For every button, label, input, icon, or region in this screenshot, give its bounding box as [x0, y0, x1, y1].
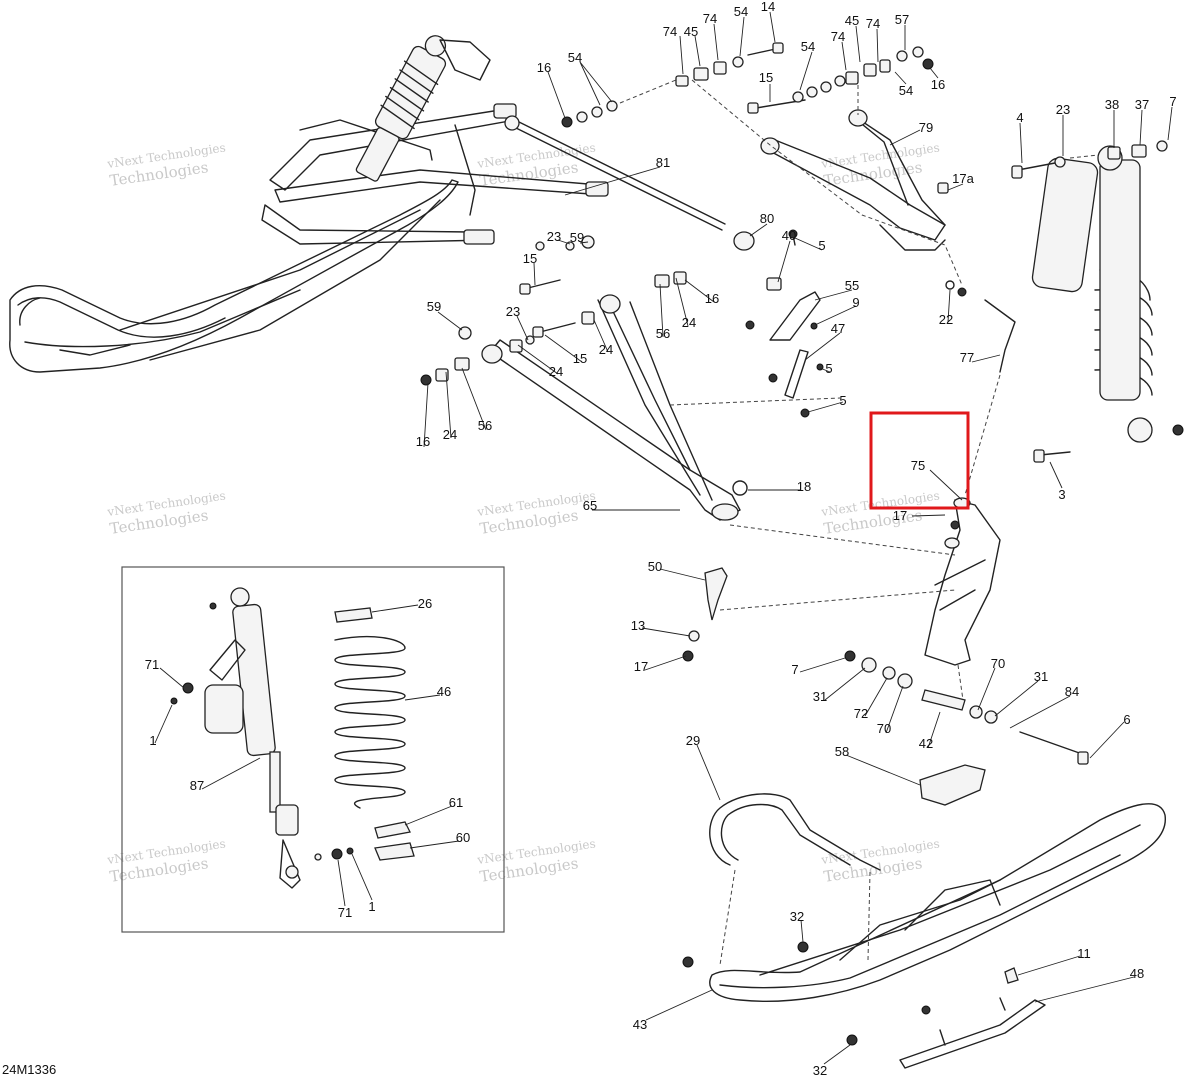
- callout-label: 23: [547, 229, 561, 244]
- callout-label: 47: [831, 321, 845, 336]
- callout-label: 74: [866, 16, 880, 31]
- callout-label: 5: [825, 361, 832, 376]
- callout-label: 3: [1058, 487, 1065, 502]
- callout-label: 29: [686, 733, 700, 748]
- callout-label: 16: [416, 434, 430, 449]
- highlight-box: [869, 411, 970, 510]
- callout-label: 74: [831, 29, 845, 44]
- callout-label: 16: [705, 291, 719, 306]
- callout-label: 43: [633, 1017, 647, 1032]
- hardware-parts: [170, 42, 1184, 1046]
- callout-label: 58: [835, 744, 849, 759]
- callout-label: 46: [437, 684, 451, 699]
- callout-label: 15: [573, 351, 587, 366]
- assembled-ski-suspension-drawing: [9, 35, 609, 373]
- shock-absorber-right: [1031, 145, 1153, 443]
- callout-label: 4: [1016, 110, 1023, 125]
- callout-label: 16: [537, 60, 551, 75]
- inset-shock-drawing: [204, 587, 415, 889]
- callout-label: 71: [338, 905, 352, 920]
- callout-label: 57: [895, 12, 909, 27]
- callout-label: 7: [1169, 94, 1176, 109]
- callout-label: 32: [790, 909, 804, 924]
- callout-label: 87: [190, 778, 204, 793]
- callout-label: 54: [899, 83, 913, 98]
- callout-label: 32: [813, 1063, 827, 1076]
- callout-label: 48: [1130, 966, 1144, 981]
- ski-assembly: [709, 764, 1166, 1069]
- callout-label: 31: [813, 689, 827, 704]
- callout-label: 22: [939, 312, 953, 327]
- callout-label: 5: [818, 238, 825, 253]
- callout-label: 23: [506, 304, 520, 319]
- callout-label: 24: [443, 427, 457, 442]
- callout-label: 24: [599, 342, 613, 357]
- callout-label: 61: [449, 795, 463, 810]
- callout-label: 54: [801, 39, 815, 54]
- callout-label: 7: [791, 662, 798, 677]
- callout-label: 1: [149, 733, 156, 748]
- callout-label: 81: [656, 155, 670, 170]
- callout-label: 45: [845, 13, 859, 28]
- assembly-lines: [619, 79, 1099, 966]
- callout-label: 16: [931, 77, 945, 92]
- callout-label: 50: [648, 559, 662, 574]
- callout-label: 1: [368, 899, 375, 914]
- lower-a-arm-65: [481, 294, 741, 521]
- callout-label: 37: [1135, 97, 1149, 112]
- callout-label: 45: [684, 24, 698, 39]
- callout-label: 17a: [952, 171, 974, 186]
- tie-rod-81: [504, 115, 726, 231]
- callout-label: 31: [1034, 669, 1048, 684]
- callout-label: 17: [893, 508, 907, 523]
- callout-label: 60: [456, 830, 470, 845]
- callout-label: 13: [631, 618, 645, 633]
- callout-label: 9: [852, 295, 859, 310]
- callout-label: 17: [634, 659, 648, 674]
- callout-label: 14: [761, 0, 775, 14]
- callout-label: 70: [877, 721, 891, 736]
- callout-label: 15: [759, 70, 773, 85]
- callout-label: 11: [1077, 946, 1091, 961]
- callout-label: 56: [478, 418, 492, 433]
- callout-label: 59: [570, 230, 584, 245]
- callout-label: 42: [919, 736, 933, 751]
- leader-lines: [154, 11, 1173, 1065]
- callout-label: 40: [782, 228, 796, 243]
- callout-label: 5: [839, 393, 846, 408]
- callout-label: 15: [523, 251, 537, 266]
- callout-label: 56: [656, 326, 670, 341]
- callout-label: 74: [703, 11, 717, 26]
- callout-label: 80: [760, 211, 774, 226]
- callout-label: 65: [583, 498, 597, 513]
- callout-label: 79: [919, 120, 933, 135]
- callout-label: 70: [991, 656, 1005, 671]
- callout-label: 55: [845, 278, 859, 293]
- callout-label: 24: [682, 315, 696, 330]
- upper-a-arm-79: [760, 109, 946, 251]
- callout-label: 77: [960, 350, 974, 365]
- callout-label: 75: [911, 458, 925, 473]
- callout-label: 54: [568, 50, 582, 65]
- callout-label: 23: [1056, 102, 1070, 117]
- drawing-code: 24M1336: [2, 1062, 56, 1076]
- callout-label: 59: [427, 299, 441, 314]
- callout-label: 24: [549, 364, 563, 379]
- callout-label: 71: [145, 657, 159, 672]
- callout-label: 74: [663, 24, 677, 39]
- callout-label: 54: [734, 4, 748, 19]
- spindle-75: [924, 497, 1001, 666]
- callout-label: 6: [1123, 712, 1130, 727]
- callout-label: 84: [1065, 684, 1079, 699]
- callout-label: 38: [1105, 97, 1119, 112]
- callout-label: 18: [797, 479, 811, 494]
- callout-label: 72: [854, 706, 868, 721]
- inset-box: [121, 566, 505, 933]
- callout-label: 26: [418, 596, 432, 611]
